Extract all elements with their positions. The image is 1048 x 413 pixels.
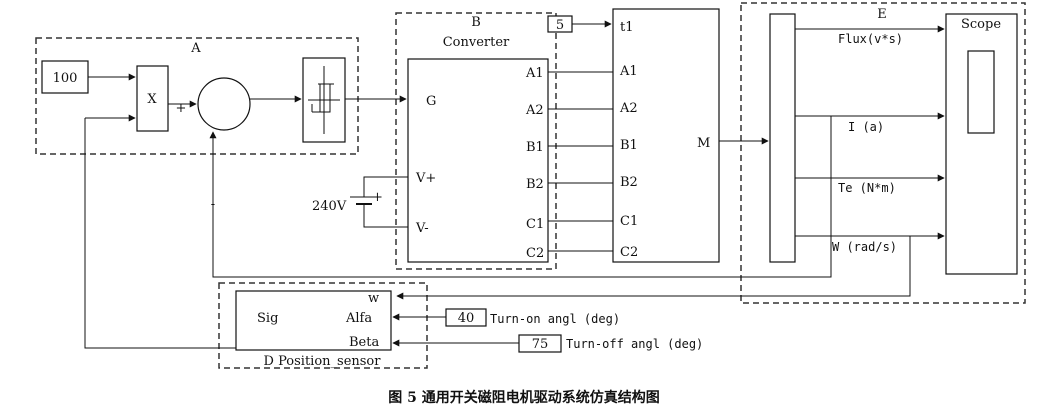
sensor-port-beta: Beta <box>349 335 379 350</box>
constant-5-value: 5 <box>556 18 564 33</box>
motor-port-c1: C1 <box>620 214 638 229</box>
constant-100-value: 100 <box>53 71 78 86</box>
group-e-label: E <box>877 7 887 22</box>
motor-port-a2: A2 <box>619 101 638 116</box>
signal-flux-label: Flux(v*s) <box>838 32 903 46</box>
signal-current-label: I (a) <box>848 120 884 134</box>
converter-port-a2: A2 <box>525 103 544 118</box>
multiplier-block[interactable] <box>136 65 169 132</box>
converter-port-c1: C1 <box>526 217 544 232</box>
converter-port-vminus: V- <box>415 221 429 236</box>
motor-port-b2: B2 <box>620 175 638 190</box>
motor-port-b1: B1 <box>620 138 638 153</box>
signal-speed-label: W (rad/s) <box>832 240 897 254</box>
scope-label: Scope <box>961 17 1001 32</box>
group-d-label: D Position_sensor <box>264 354 382 369</box>
multiplier-symbol: X <box>147 92 157 107</box>
sum-plus-sign: + <box>176 101 187 116</box>
constant-40-value: 40 <box>458 311 475 326</box>
converter-port-b2: B2 <box>526 177 544 192</box>
group-a-label: A <box>190 41 201 56</box>
wire-sig-feedback <box>84 118 236 349</box>
battery-plus-sign: + <box>372 190 383 205</box>
group-a-boundary <box>35 37 359 155</box>
sensor-port-w: w <box>368 291 379 306</box>
group-b-boundary <box>395 12 557 270</box>
group-e-boundary <box>740 2 1026 304</box>
sensor-port-sig: Sig <box>257 311 278 326</box>
wire-current-feedback <box>209 116 832 278</box>
position-sensor-block[interactable] <box>235 290 392 351</box>
wire-speed-to-sensor <box>396 236 911 300</box>
group-b-label: B <box>471 15 481 30</box>
turn-on-label: Turn-on angl (deg) <box>490 312 620 326</box>
motor-port-m: M <box>697 136 710 151</box>
group-b-sublabel: Converter <box>443 35 510 50</box>
battery-icon <box>350 176 408 228</box>
signal-torque-label: Te (N*m) <box>838 181 896 195</box>
motor-port-a1: A1 <box>619 64 638 79</box>
sensor-port-alfa: Alfa <box>345 311 372 326</box>
group-d-boundary <box>218 282 428 369</box>
scope-screen-icon <box>967 50 995 134</box>
constant-100-block[interactable] <box>41 60 89 94</box>
figure-caption: 图 5 通用开关磁阻电机驱动系统仿真结构图 <box>388 389 660 406</box>
motor-block[interactable] <box>612 8 720 263</box>
hysteresis-icon <box>308 66 340 134</box>
battery-voltage-label: 240V <box>312 199 347 214</box>
motor-port-c2: C2 <box>620 245 638 260</box>
demux-block[interactable] <box>769 13 796 263</box>
converter-port-vplus: V+ <box>415 171 436 186</box>
converter-port-a1: A1 <box>525 66 544 81</box>
converter-port-b1: B1 <box>526 140 544 155</box>
converter-port-g: G <box>426 94 436 109</box>
converter-port-c2: C2 <box>526 246 544 261</box>
sum-junction[interactable] <box>197 77 251 131</box>
constant-75-value: 75 <box>532 337 549 352</box>
motor-port-t1: t1 <box>620 20 634 35</box>
turn-off-label: Turn-off angl (deg) <box>566 337 703 351</box>
converter-block[interactable] <box>407 58 549 263</box>
